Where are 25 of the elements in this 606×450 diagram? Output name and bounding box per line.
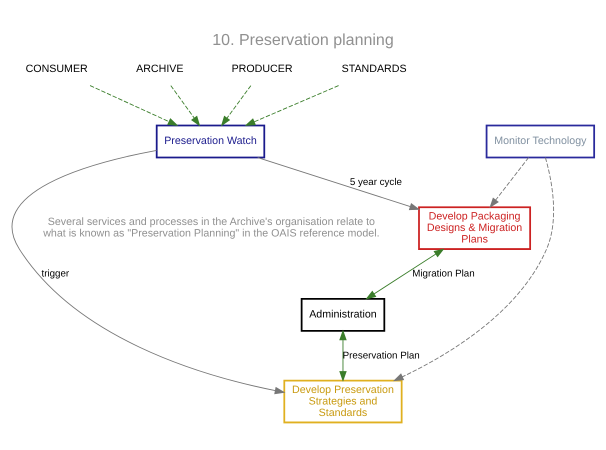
node-text: ARCHIVE — [136, 62, 184, 75]
arrow — [339, 329, 347, 382]
label: Several services and processes in the Archive's organisation relate to what is known as "Preservation Planning" in the OAIS reference model. — [43, 216, 380, 240]
node-box: Preservation Watch — [156, 124, 266, 158]
node-text: PRODUCER — [232, 62, 293, 75]
node-box: Develop Preservation Strategies and Standards — [283, 379, 403, 423]
node-box: Develop Packaging Designs & Migration Plans — [418, 206, 532, 250]
arrow — [257, 156, 420, 210]
edge-label: Preservation Plan — [342, 350, 420, 361]
node-text: CONSUMER — [26, 62, 88, 75]
node-text: STANDARDS — [342, 62, 407, 75]
node-box: Monitor Technology — [486, 124, 596, 158]
edge-label: trigger — [41, 268, 70, 279]
arrow — [220, 84, 252, 126]
edge-label: 5 year cycle — [350, 176, 402, 188]
arrow — [392, 156, 554, 381]
node-box: Administration — [300, 297, 386, 332]
arrow — [90, 84, 178, 126]
arrow — [244, 84, 340, 126]
arrow — [12, 149, 286, 394]
edge-label: Migration Plan — [412, 268, 475, 279]
arrow — [365, 248, 444, 299]
arrow — [489, 156, 530, 208]
arrow — [170, 84, 200, 126]
diagram-title: 10. Preservation planning — [212, 31, 394, 48]
